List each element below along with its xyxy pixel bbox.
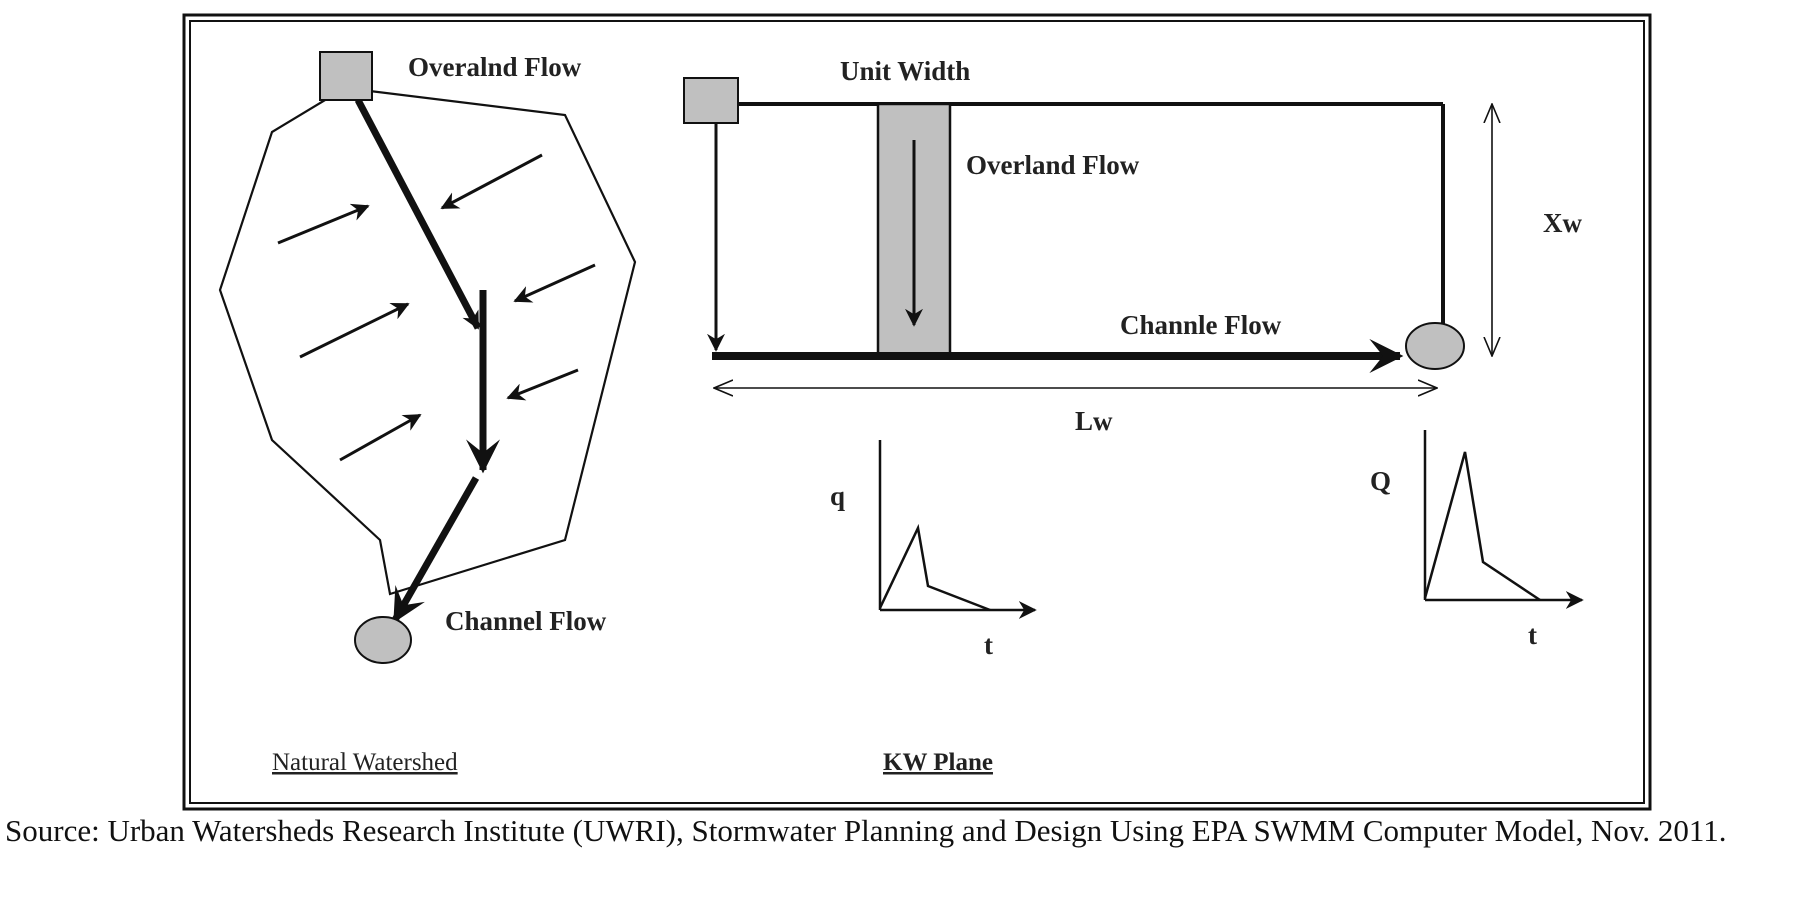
t-axis-label-large: t [1528,620,1537,650]
overland-arrow [506,368,579,401]
overland-arrow [277,203,370,245]
unit-width-label: Unit Width [840,56,970,86]
kw-plane-caption: KW Plane [883,749,993,776]
inner-frame [189,20,1645,804]
kw-plane-panel: Unit Width Overland Flow Channle Flow Xw… [683,56,1584,776]
channel-flow-label-right: Channle Flow [1120,310,1282,340]
natural-watershed-caption: Natural Watershed [272,749,458,776]
outlet-node [354,616,412,664]
lw-label: Lw [1075,406,1113,436]
main-channel-segment-1 [354,98,482,330]
overland-arrow [339,413,422,462]
channel-flow-label-left: Channel Flow [445,606,607,636]
Q-axis-label: Q [1370,466,1391,496]
overland-arrow [440,153,543,210]
overland-arrow [513,263,596,303]
overland-arrow [299,302,410,359]
inflow-node [683,77,739,124]
channel-hydrograph: Q t [1370,430,1584,650]
watershed-boundary [218,86,637,596]
overland-flow-node [319,51,373,101]
outer-frame [182,13,1652,811]
overland-hydrograph-curve [878,523,991,612]
main-channel-segment-4 [391,476,480,623]
outflow-node [1405,322,1465,370]
overland-flow-label-right: Overland Flow [966,150,1140,180]
natural-watershed-panel: Overalnd Flow Channel Flow Natural Water… [218,51,637,776]
overland-hydrograph: q t [830,440,1037,660]
overland-flow-label-left: Overalnd Flow [408,52,582,82]
q-axis-label: q [830,481,845,511]
channel-hydrograph-curve [1423,451,1541,602]
kinematic-wave-diagram: Overalnd Flow Channel Flow Natural Water… [182,13,1652,811]
xw-label: Xw [1543,208,1582,238]
source-caption: Source: Urban Watersheds Research Instit… [5,813,1727,848]
t-axis-label-small: t [984,630,993,660]
